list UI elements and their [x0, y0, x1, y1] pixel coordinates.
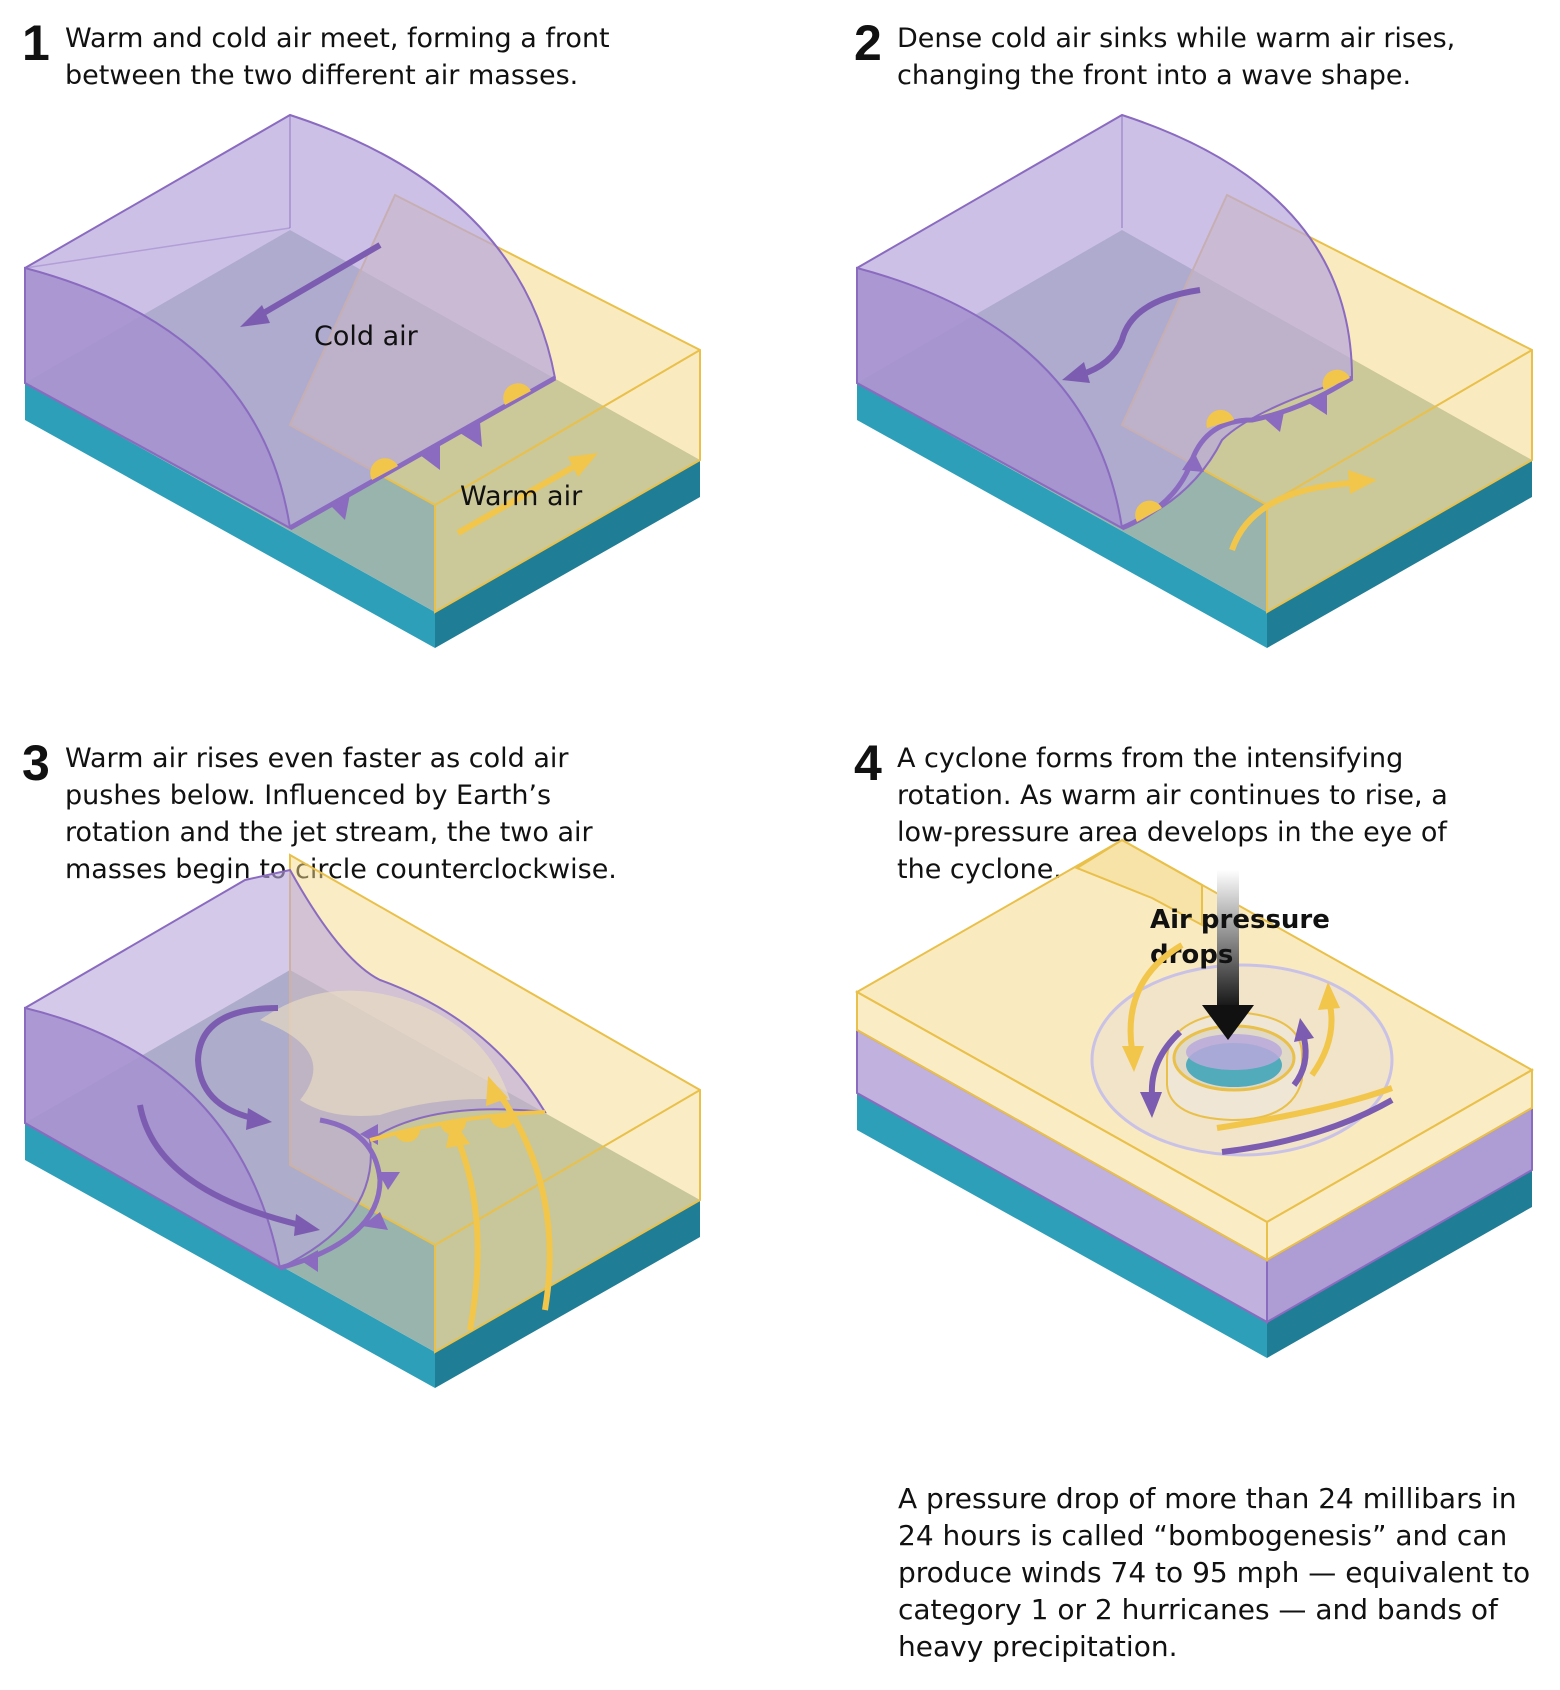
cold-air-rotation-arrow: [1221, 1097, 1394, 1155]
cold-air-arrowhead-icon: [1140, 1092, 1162, 1118]
cold-air-front-face: [856, 266, 1124, 530]
warm-front-semicircle-icon: [503, 383, 531, 405]
cold-front-triangle-icon: [362, 1212, 388, 1230]
warm-air-arrowhead-icon: [446, 1118, 470, 1148]
cold-front-triangle-icon: [1307, 393, 1327, 415]
cold-air-arrowhead-icon: [1294, 1018, 1314, 1042]
ocean-slab-left: [25, 1123, 435, 1388]
warm-box-edge: [1266, 349, 1533, 506]
cold-front-triangle-icon: [1182, 452, 1204, 472]
warm-front-semicircle-icon: [1206, 409, 1234, 428]
panel-step-4: 4 A cyclone forms from the intensifying …: [832, 720, 1560, 1480]
cold-front-triangle-icon: [330, 494, 350, 520]
step-number: 1: [22, 15, 50, 71]
bombogenesis-note: A pressure drop of more than 24 millibar…: [898, 1482, 1531, 1663]
occluding-front-line: [279, 1117, 383, 1271]
cold-front-triangle-icon: [378, 1172, 400, 1190]
warm-air-arrowhead-icon: [1318, 982, 1340, 1010]
cold-air-arrowhead-icon: [294, 1214, 320, 1236]
eye-rim-cold: [1186, 1034, 1282, 1070]
cold-air-curved-arrow: [1079, 287, 1201, 378]
panel-step-2: 2 Dense cold air sinks while warm air ri…: [832, 0, 1560, 760]
warm-air-curved-arrow: [497, 1093, 553, 1311]
warm-front-semicircle-icon: [1322, 369, 1350, 390]
cold-front-triangle-icon: [1264, 412, 1284, 432]
warm-air-arrowhead-icon: [568, 453, 598, 477]
rising-warm-pocket: [260, 990, 510, 1116]
warm-air-curved-arrow: [1229, 480, 1353, 551]
cold-front-triangle-icon: [300, 1250, 318, 1272]
air-pressure-arrow-shaft: [1217, 870, 1239, 1010]
raised-warm-block: [1074, 838, 1203, 927]
warm-air-arrowhead-icon: [486, 1076, 508, 1106]
ocean-slab-right: [435, 460, 700, 648]
wave-front-diagram: [856, 113, 1533, 648]
panel-step-1: 1 Warm and cold air meet, forming a fron…: [0, 0, 780, 760]
ocean-slab-left: [857, 1093, 1267, 1358]
cold-air-arrowhead-icon: [246, 1108, 272, 1130]
warm-air-rotation-arrow: [1216, 1085, 1394, 1131]
warm-front-line: [369, 1110, 546, 1142]
ocean-slab-left: [25, 383, 435, 648]
step-number: 4: [854, 735, 882, 791]
ocean-slab-left: [857, 383, 1267, 648]
front-formation-diagram: Cold air Warm air: [24, 113, 701, 648]
panel-step-3: 3 Warm air rises even faster as cold air…: [0, 720, 780, 1480]
cold-air-arrowhead-icon: [1062, 362, 1090, 383]
cold-air-front-face: [24, 266, 292, 530]
cyclone-diagram: Air pressure drops: [854, 838, 1535, 1358]
warm-front-semicircle-icon: [490, 1114, 517, 1129]
cold-air-rotation-arrow: [1148, 1029, 1183, 1096]
warm-box-edge: [434, 349, 701, 506]
step-caption: Warm air rises even faster as cold air p…: [65, 743, 617, 885]
cold-air-arrow: [253, 242, 382, 321]
warm-air-arrow: [456, 463, 577, 536]
cold-air-curved-arrow: [194, 1005, 279, 1121]
warm-air-curved-arrow: [455, 1138, 481, 1331]
cold-front-triangle-icon: [460, 422, 482, 447]
warm-air-arrowhead-icon: [1348, 470, 1377, 494]
warm-front-semicircle-icon: [370, 458, 398, 480]
warm-front-semicircle-icon: [1135, 500, 1162, 522]
cold-air-curved-arrow: [137, 1104, 301, 1228]
cold-air-arrowhead-icon: [240, 305, 270, 327]
ocean-slab-right: [1267, 1170, 1532, 1358]
warm-air-arrowhead-icon: [1122, 1046, 1144, 1072]
warm-air-layer-right: [1266, 1068, 1533, 1262]
ocean-slab-right: [435, 1200, 700, 1388]
cold-box-edge: [24, 227, 291, 269]
cold-air-label: Cold air: [314, 321, 419, 352]
warm-front-semicircle-icon: [395, 1130, 420, 1143]
pressure-label-line1: Air pressure: [1150, 905, 1330, 935]
cold-air-rotation-arrow: [1291, 1037, 1309, 1087]
cold-front-triangle-icon: [420, 444, 440, 470]
step-number: 2: [854, 15, 882, 71]
wave-front-line: [1121, 375, 1354, 531]
step-caption: Dense cold air sinks while warm air rise…: [897, 23, 1456, 91]
step-caption: Warm and cold air meet, forming a front …: [65, 23, 610, 91]
warm-air-rotation-arrow: [1309, 1004, 1335, 1077]
air-pressure-arrowhead-icon: [1202, 1005, 1254, 1040]
warm-air-rotation-arrow: [1127, 942, 1184, 1051]
ocean-slab-right: [1267, 460, 1532, 648]
step-caption: A cyclone forms from the intensifying ro…: [897, 743, 1448, 885]
warm-air-label: Warm air: [460, 481, 583, 512]
step-number: 3: [22, 735, 50, 791]
rotation-diagram: [24, 853, 701, 1388]
